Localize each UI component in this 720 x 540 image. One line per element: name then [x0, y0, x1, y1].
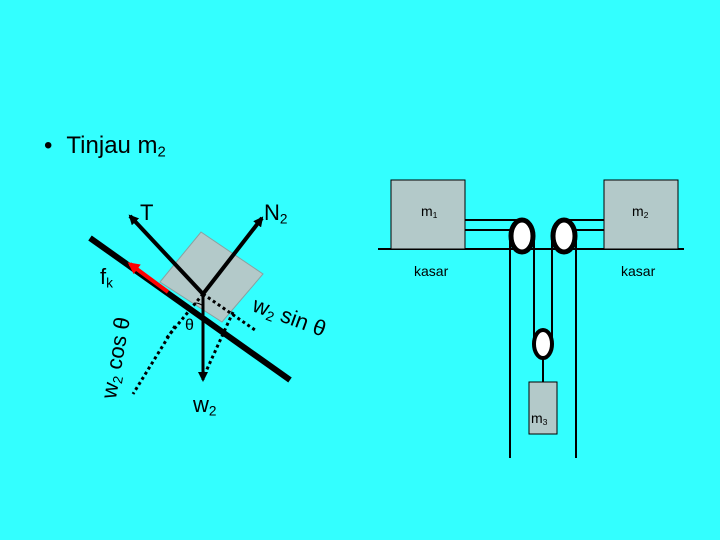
tension-text: T [140, 200, 154, 225]
normal-force-arrow [201, 216, 264, 296]
theta-label: θ [185, 318, 194, 334]
pulley-right [550, 217, 578, 255]
theta-text: θ [185, 317, 194, 334]
incline-diagram [88, 214, 292, 395]
pulley-system [378, 179, 684, 458]
m3-label: m3 [531, 411, 548, 427]
normal-sub: 2 [279, 211, 288, 227]
surface-left-label: kasar [414, 263, 449, 279]
pulley-movable [532, 328, 554, 360]
heading-sub: 2 [157, 144, 166, 161]
m3-text: m [531, 410, 543, 426]
friction-sub: k [106, 275, 113, 291]
m3-sub: 3 [542, 417, 548, 428]
weight-text: w [193, 392, 209, 417]
dashed-helper-right [201, 311, 235, 379]
normal-text: N [264, 200, 280, 225]
friction-arrow [127, 262, 170, 294]
block-m3 [528, 381, 558, 435]
surface-right-label: kasar [621, 263, 656, 279]
dashed-helper-left [131, 325, 177, 395]
heading: • Tinjau m2 [44, 134, 166, 161]
block-m2 [159, 231, 264, 323]
m2-label: m2 [632, 204, 649, 220]
m2-text: m [632, 203, 644, 219]
m1-text: m [421, 203, 433, 219]
heading-text: Tinjau m [66, 132, 158, 159]
pulley-left [508, 217, 536, 255]
weight-sub: 2 [208, 403, 217, 419]
theta-angle-arc [194, 302, 204, 307]
m1-label: m1 [421, 204, 438, 220]
normal-label: N2 [264, 202, 287, 226]
w-sin-component [202, 292, 256, 332]
block-m1 [390, 179, 466, 250]
tension-arrow [128, 214, 205, 296]
bullet: • [44, 132, 53, 159]
tension-label: T [140, 202, 153, 224]
friction-text: f [100, 264, 107, 289]
m1-sub: 1 [432, 210, 438, 221]
friction-label: fk [100, 266, 113, 290]
weight-label: w2 [193, 394, 216, 418]
m2-sub: 2 [643, 210, 649, 221]
block-m2-table [603, 179, 679, 250]
